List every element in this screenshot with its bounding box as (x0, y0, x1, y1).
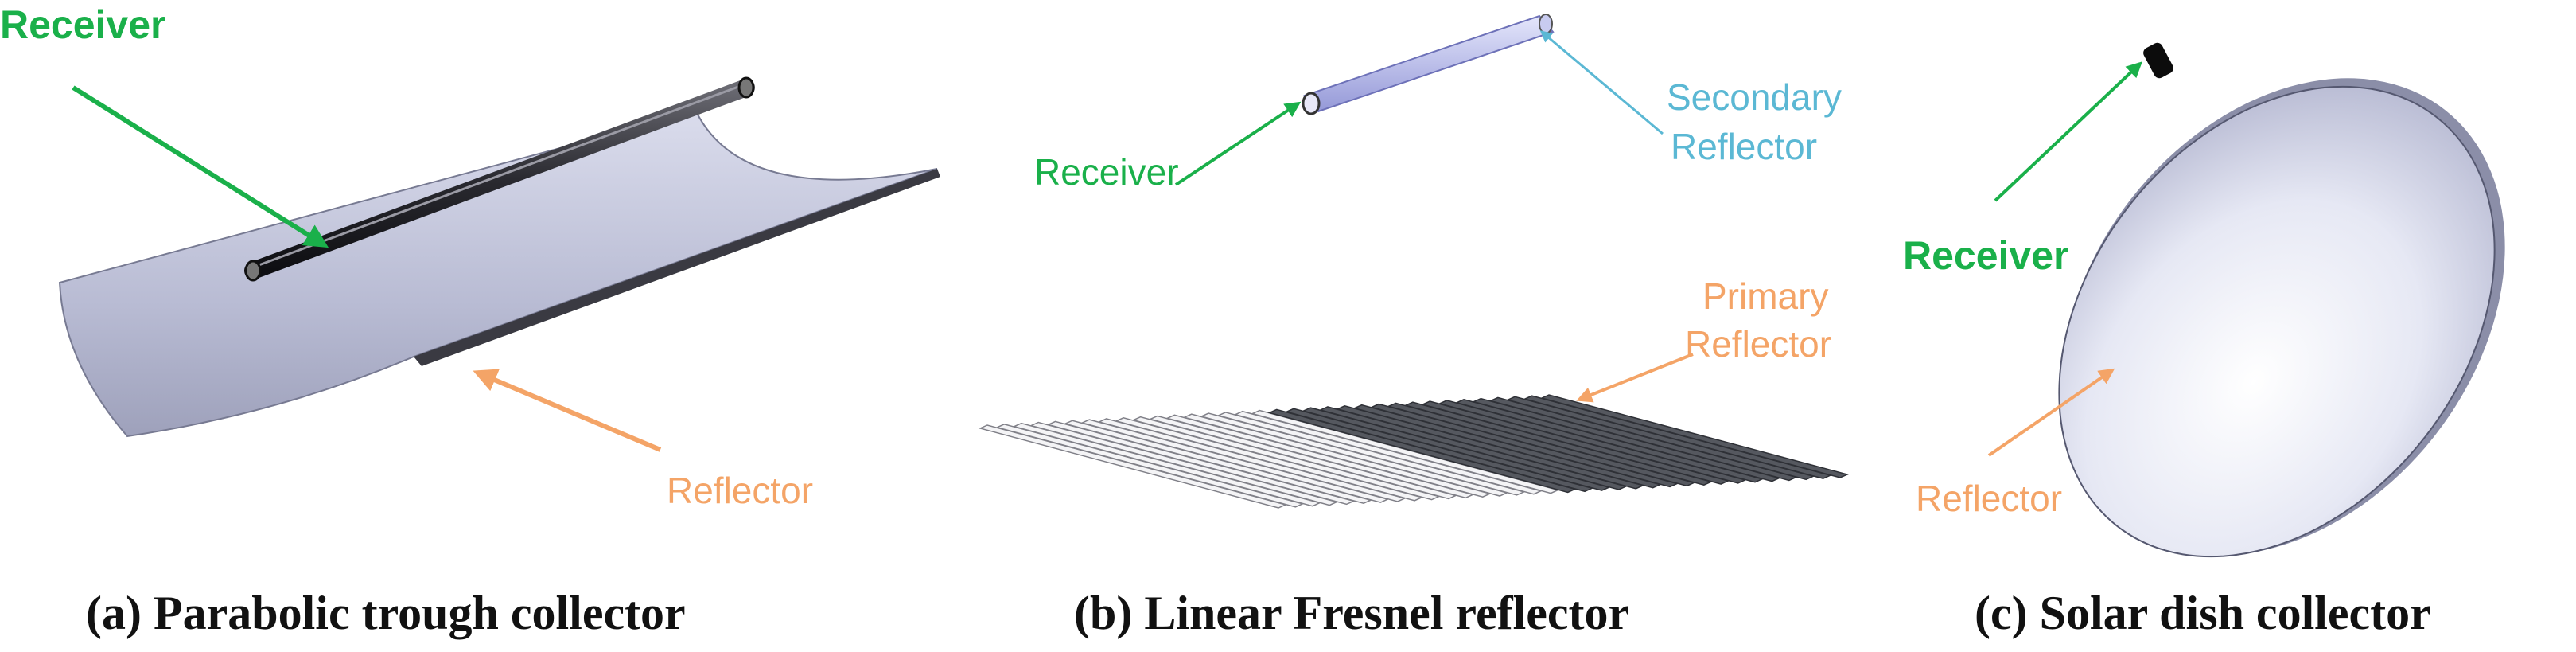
dish-receiver-label: Receiver (1903, 233, 2069, 278)
trough-receiver-label: Receiver (0, 2, 166, 47)
caption-b: (b) Linear Fresnel reflector (1074, 587, 1629, 639)
dish-reflector-arrow (1987, 368, 2115, 457)
trough-receiver-end-far (737, 76, 755, 99)
fresnel-secondary-arrow (1539, 30, 1664, 135)
dish-reflector-surface (2058, 85, 2496, 558)
trough-reflector-arrow (473, 369, 662, 452)
panel-parabolic-trough: Receiver Reflector (a) Parabolic trough … (0, 2, 940, 639)
fresnel-secondary-label-2: Reflector (1671, 126, 1817, 167)
fresnel-primary-label-2: Reflector (1685, 323, 1831, 365)
caption-a: (a) Parabolic trough collector (86, 587, 686, 639)
trough-reflector-label: Reflector (667, 470, 813, 511)
panel-solar-dish: Receiver Reflector (c) Solar dish collec… (1903, 42, 2505, 639)
trough-receiver-tube (244, 79, 755, 279)
caption-c: (c) Solar dish collector (1975, 587, 2431, 639)
trough-reflector-surface (58, 110, 938, 438)
dish-receiver (2143, 42, 2173, 79)
fresnel-receiver-label: Receiver (1034, 151, 1179, 193)
fresnel-primary-label-1: Primary (1702, 275, 1828, 317)
fresnel-primary-arrow (1576, 353, 1694, 403)
dish-reflector-label: Reflector (1916, 478, 2062, 519)
fresnel-mirror-row (1539, 394, 1850, 478)
trough-reflector-edge (414, 169, 940, 366)
dish-receiver-arrow (1994, 61, 2142, 202)
panel-linear-fresnel: Receiver Secondary Reflector Primary Ref… (978, 14, 1850, 639)
trough-receiver-arrow (72, 85, 329, 248)
fresnel-secondary-receiver (1302, 14, 1555, 115)
fresnel-secondary-label-1: Secondary (1667, 76, 1842, 118)
fresnel-receiver-arrow (1174, 101, 1302, 186)
fresnel-primary-mirror-rows (978, 394, 1850, 509)
trough-receiver-end (244, 260, 262, 282)
trough-receiver-highlight (253, 83, 746, 268)
